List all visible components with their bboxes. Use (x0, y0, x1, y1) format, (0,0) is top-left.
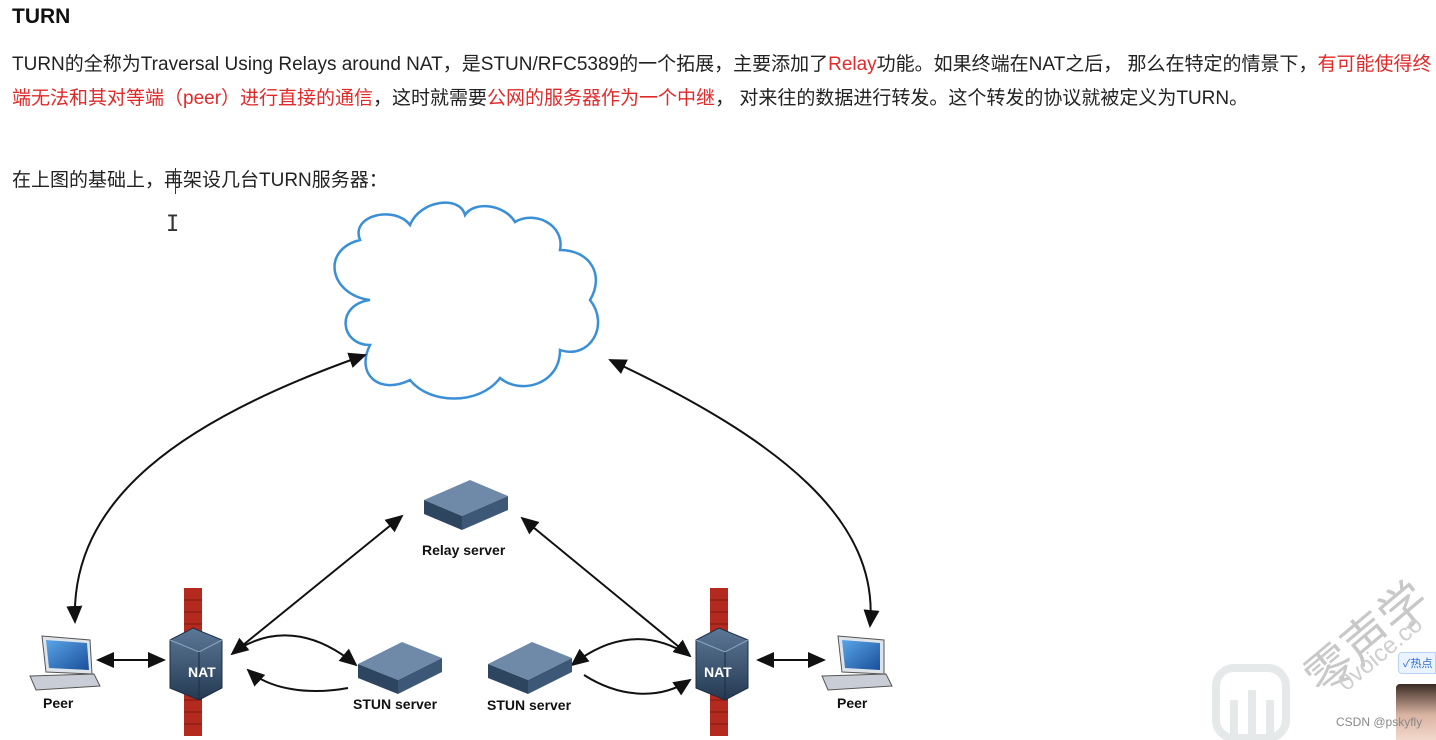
stun-server-right-label: STUN server (487, 697, 572, 713)
arrow-nat-right-stun-out (570, 638, 691, 667)
arrow-peer-left-cloud (66, 352, 367, 624)
highlight-peer-sentence: 有可能使得终端无法和其对等端（peer）进行直接的通信 (12, 54, 1432, 109)
intro-paragraph: TURN的全称为Traversal Using Relays around NA… (12, 48, 1432, 116)
peer-left-label: Peer (43, 695, 74, 711)
watermark-logo-icon (1212, 664, 1290, 740)
text-caret (175, 168, 176, 194)
intro-text-3: ，这时就需要 (373, 88, 488, 109)
intro-text-4: ， 对来往的数据进行转发。这个转发的协议就被定义为TURN。 (715, 88, 1249, 109)
article-heading: TURN (12, 5, 71, 28)
arrow-nat-right-relay (520, 516, 692, 658)
text-cursor-icon: I (166, 212, 180, 237)
hot-badge[interactable]: ✓热点 (1398, 652, 1436, 674)
stun-server-right-icon (488, 642, 572, 694)
nat-left-label: NAT (188, 664, 216, 680)
peer-right-label: Peer (837, 695, 868, 711)
arrow-nat-right-stun-back (583, 674, 692, 696)
arrow-nat-left-stun-back (246, 668, 349, 692)
relay-server-label: Relay server (422, 542, 506, 558)
arrow-peer-right-cloud (608, 359, 880, 628)
peer-right-laptop-icon (821, 635, 893, 691)
intro-text-1: TURN的全称为Traversal Using Relays around NA… (12, 54, 829, 75)
stun-server-left-label: STUN server (353, 696, 438, 712)
arrow-nat-left-stun-out (239, 634, 358, 667)
setup-paragraph: 在上图的基础上，再架设几台TURN服务器： (12, 170, 388, 191)
peer-left-laptop-icon (29, 635, 101, 691)
avatar[interactable] (1396, 684, 1436, 740)
nat-right-label: NAT (704, 664, 732, 680)
highlight-public-server: 公网的服务器作为一个中继 (487, 88, 716, 109)
arrow-nat-left-relay (230, 514, 404, 656)
highlight-relay: Relay (828, 54, 877, 75)
csdn-watermark: CSDN @pskyfly (1336, 715, 1423, 729)
stun-server-left-icon (358, 642, 442, 694)
relay-server-icon (424, 480, 508, 530)
nat-right-icon (695, 627, 749, 701)
nat-left-icon (169, 627, 223, 701)
intro-text-2: 功能。如果终端在NAT之后， 那么在特定的情景下， (876, 54, 1318, 75)
internet-cloud (333, 201, 600, 400)
